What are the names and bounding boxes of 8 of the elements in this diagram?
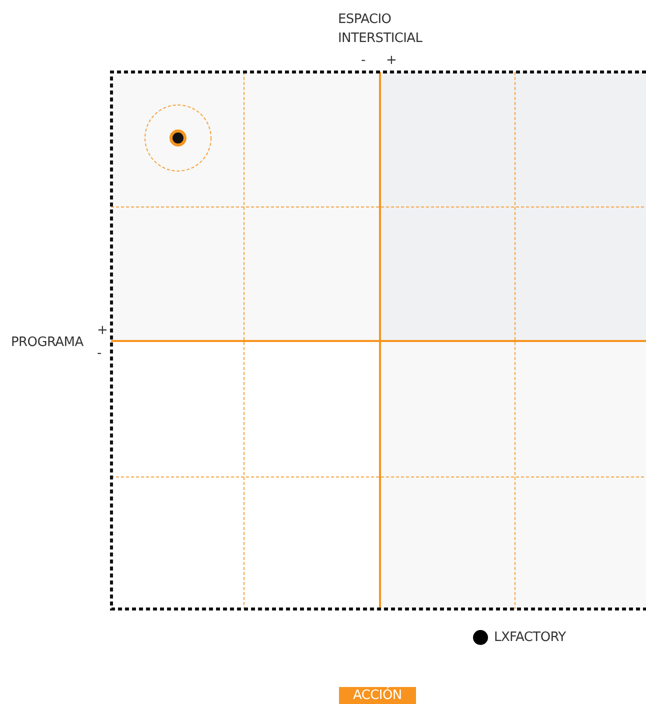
axis-sign: - [361, 52, 366, 70]
axis-label: ACCIÓN [339, 687, 416, 704]
axis-title: ESPACIO INTERSTICIAL [338, 11, 424, 48]
legend-label: LXFACTORY [494, 629, 566, 647]
axis-sign: + [386, 52, 397, 70]
axis-sign: - [97, 345, 102, 363]
axis-title: PROGRAMA [11, 334, 84, 352]
axis-sign: + [97, 322, 108, 340]
